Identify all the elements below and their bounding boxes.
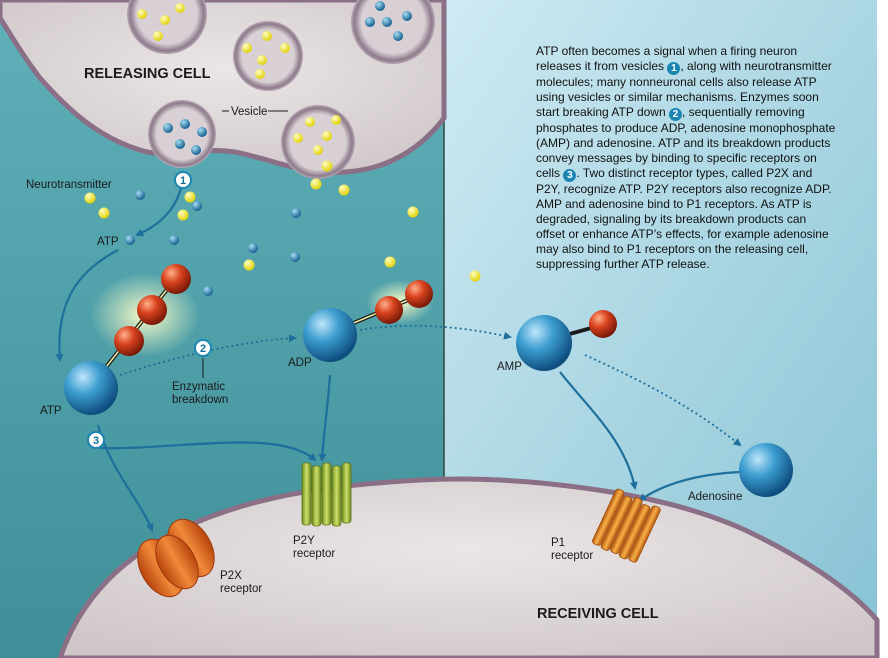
adp-to-amp-arrow (359, 324, 512, 340)
vesicle (233, 21, 303, 91)
neurotransmitter-molecule (84, 192, 96, 204)
leader-lines (202, 110, 288, 378)
step-number: 1 (180, 175, 186, 187)
neurotransmitter-molecule (407, 206, 419, 218)
p2y-label-line2: receptor (293, 548, 335, 560)
atp-diffusion-arrow (55, 249, 119, 362)
receiving-cell-label: RECEIVING CELL (537, 606, 659, 622)
p1-receptor (592, 488, 661, 563)
release-arrow (135, 187, 183, 237)
vesicle (127, 0, 207, 54)
atp-molecule (125, 235, 135, 245)
p2x-label-line2: receptor (220, 583, 262, 595)
atp-molecule (169, 235, 179, 245)
vesicle (351, 0, 435, 64)
explanation-text: , sequentially removing phosphates to pr… (536, 105, 836, 180)
vesicle-label: Vesicle (231, 106, 267, 118)
p1-label-line2: receptor (551, 550, 593, 562)
neurotransmitter-molecule (321, 160, 333, 172)
p2y-label-line1: P2Y (293, 535, 315, 547)
inline-step-number: 1 (667, 62, 681, 75)
adp-to-p2y-arrow (318, 374, 332, 462)
phosphate-group (589, 310, 617, 338)
atp-molecule (290, 252, 300, 262)
right-margin (877, 0, 888, 658)
explanation-text: ATP often becomes a signal when a firing… (536, 44, 798, 73)
breakdown-arrows (119, 324, 742, 447)
amp-to-p1-arrow (559, 371, 638, 490)
phosphate-group (161, 264, 191, 294)
neurotransmitter-molecule (469, 270, 481, 282)
adenosine-to-p1-arrow (638, 470, 741, 502)
neurotransmitter-molecule (243, 259, 255, 271)
adenosine-molecule (739, 443, 793, 497)
atp-to-adp-arrow (119, 334, 297, 376)
adenosine-label: Adenosine (688, 491, 742, 503)
phosphate-group (375, 296, 403, 324)
amp-to-adenosine-arrow (584, 354, 742, 447)
p1-label-line1: P1 (551, 537, 565, 549)
vesicle-contents (137, 1, 412, 155)
adp-molecule (303, 280, 434, 362)
adenosine-core (303, 308, 357, 362)
explanation-text: , along with neurotransmitter molecules;… (536, 59, 832, 119)
p2y-receptor (301, 462, 352, 527)
phosphate-group (137, 295, 167, 325)
atp-label-bottom: ATP (40, 405, 62, 417)
neurotransmitter-molecule (384, 256, 396, 268)
amp-molecule (516, 310, 617, 371)
step-marker-2: 2 (194, 339, 212, 357)
neurotransmitter-molecule (177, 209, 189, 221)
atp-molecule (291, 208, 301, 218)
released-molecules (84, 160, 481, 296)
amp-label: AMP (497, 361, 522, 373)
atp-to-p2y-arrow (99, 441, 317, 462)
vesicle (281, 105, 355, 179)
adenosine-core (516, 315, 572, 371)
atp-molecule (192, 201, 202, 211)
adenosine-core (64, 361, 118, 415)
neurotransmitter-label: Neurotransmitter (26, 179, 112, 191)
enzymatic-label-line2: breakdown (172, 394, 228, 406)
inline-step-number: 2 (668, 108, 682, 121)
releasing-cell-label: RELEASING CELL (84, 66, 211, 82)
explanation-text: . Two distinct receptor types, called P2… (536, 166, 832, 271)
phosphate-group (405, 280, 433, 308)
step-number: 2 (200, 343, 206, 355)
atp-molecule (248, 243, 258, 253)
step-number: 3 (93, 435, 99, 447)
atp-molecule (203, 286, 213, 296)
neurotransmitter-molecule (310, 178, 322, 190)
step-marker-1: 1 (174, 171, 192, 189)
atp-molecule (135, 190, 145, 200)
explanation-paragraph: ATP often becomes a signal when a firing… (536, 44, 836, 272)
phosphate-group (114, 326, 144, 356)
neurotransmitter-molecule (338, 184, 350, 196)
neurotransmitter-molecule (184, 191, 196, 203)
p2x-receptor (137, 518, 215, 598)
inline-step-number: 3 (563, 169, 577, 182)
enzymatic-label-line1: Enzymatic (172, 381, 225, 393)
adp-label: ADP (288, 357, 312, 369)
atp-label-top: ATP (97, 236, 119, 248)
step-marker-3: 3 (87, 431, 105, 449)
p2x-label-line1: P2X (220, 570, 242, 582)
atp-molecule-large (64, 264, 200, 415)
neurotransmitter-molecule (98, 207, 110, 219)
